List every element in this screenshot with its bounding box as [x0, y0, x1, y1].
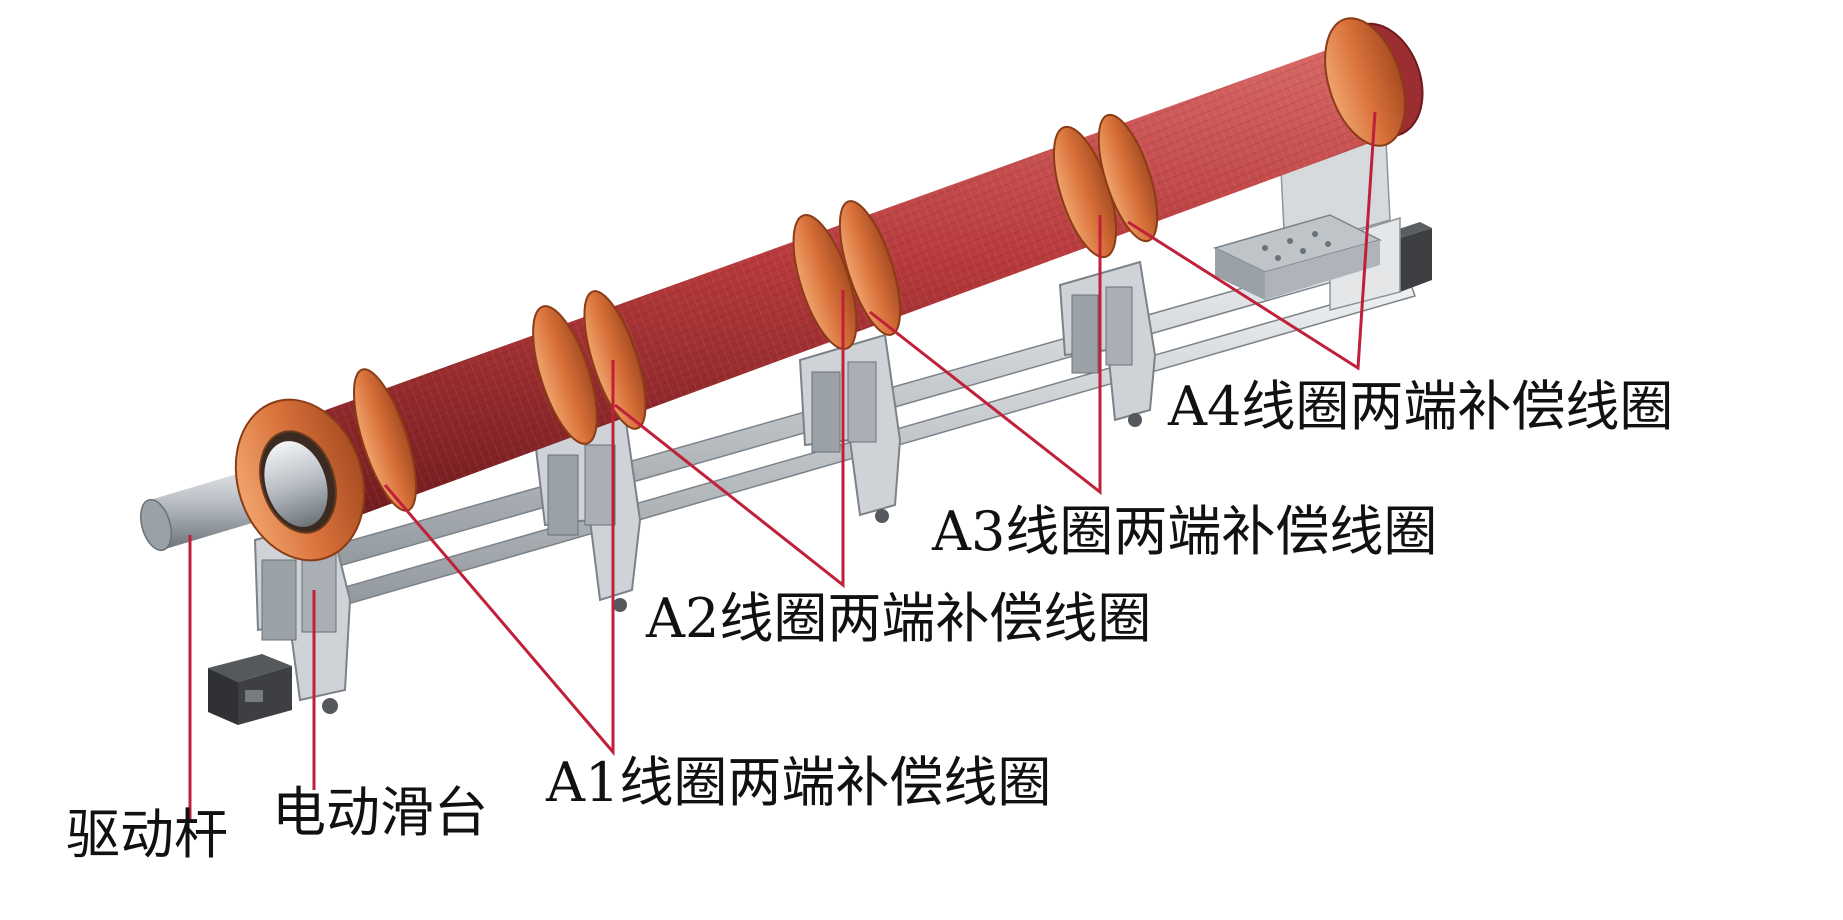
flange-left-end	[234, 398, 366, 562]
label-a4-compensation-coil: A4线圈两端补偿线圈	[1168, 375, 1674, 438]
electric-slide-block	[208, 654, 292, 725]
label-electric-slide: 电动滑台	[272, 781, 488, 844]
flange-a2-right	[583, 290, 647, 430]
label-a2-compensation-coil: A2线圈两端补偿线圈	[646, 587, 1152, 650]
label-a3-compensation-coil: A3线圈两端补偿线圈	[932, 500, 1438, 563]
flange-right-end	[1324, 17, 1406, 147]
leader-lines	[188, 111, 1377, 820]
leader-a3	[869, 215, 1102, 496]
label-drive-rod: 驱动杆	[66, 803, 228, 866]
leader-a2	[614, 290, 845, 589]
flange-a3-left	[792, 214, 858, 350]
support-leg-3	[798, 333, 902, 523]
flange-a3-right	[838, 200, 902, 336]
support-leg-4	[1058, 260, 1157, 427]
a4-bracket	[1212, 119, 1391, 300]
leader-a4	[1127, 111, 1377, 371]
label-a1-compensation-coil: A1线圈两端补偿线圈	[546, 751, 1052, 814]
flange-a2-left	[532, 305, 598, 445]
leader-a1	[383, 360, 615, 757]
support-leg-1	[253, 518, 352, 714]
flange-a4-right	[1097, 113, 1159, 243]
